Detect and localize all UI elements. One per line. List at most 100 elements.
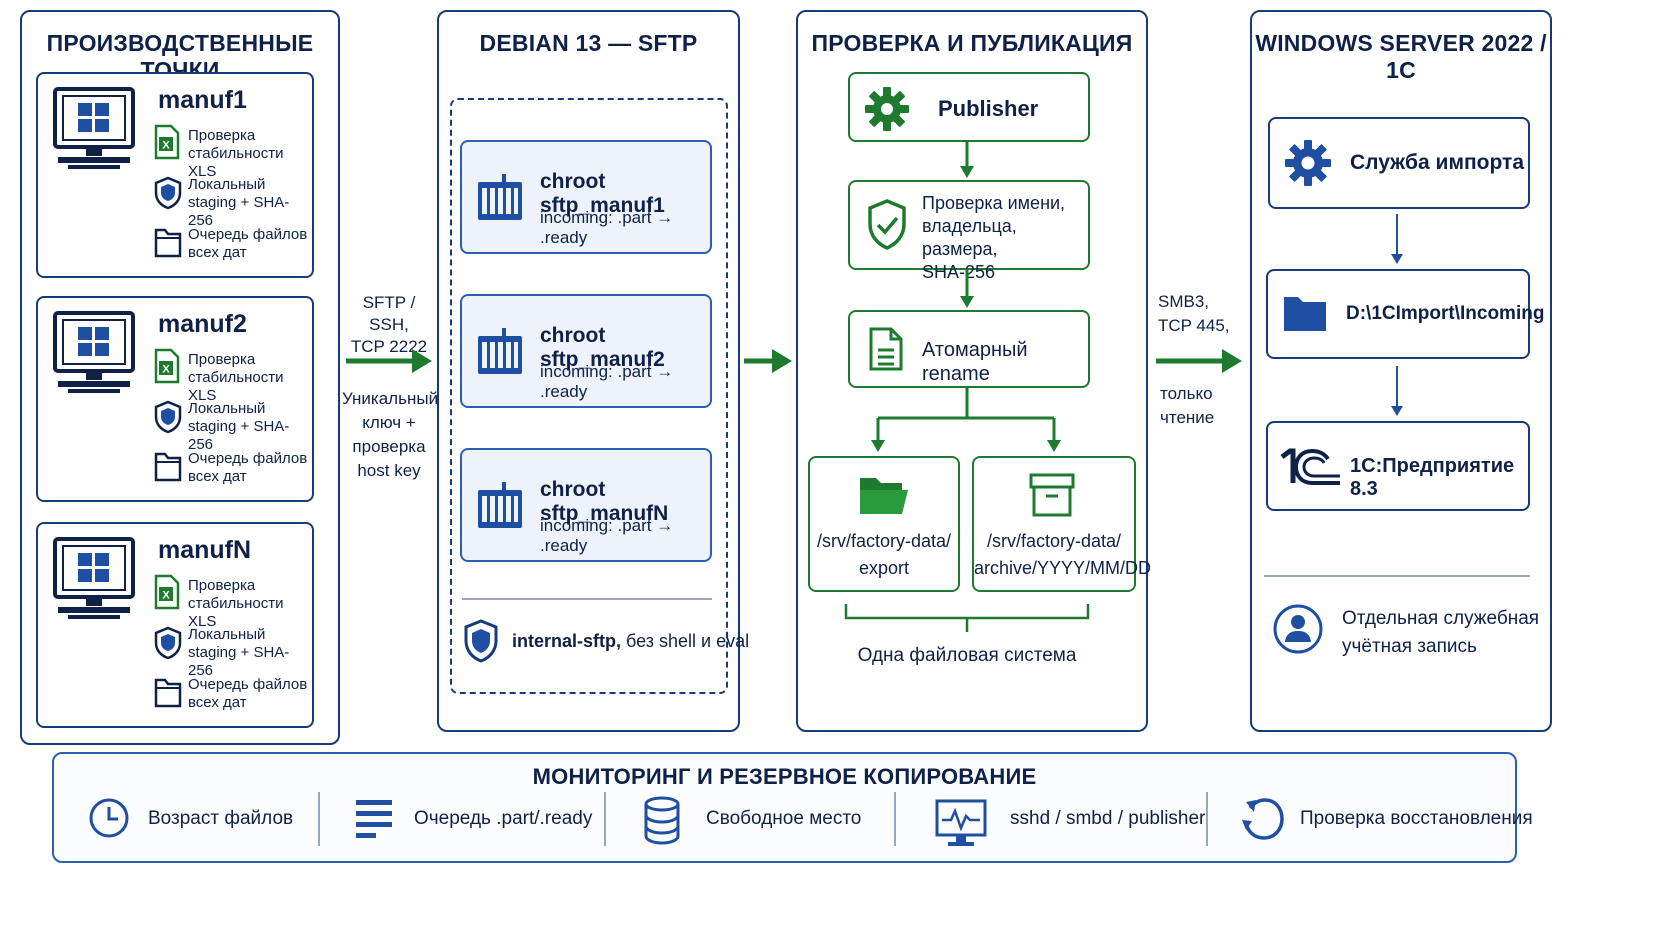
smb-protocol-label: SMB3, TCP 445, <box>1158 292 1230 335</box>
chroot-card: chroot sftp_manufN incoming: .part → .re… <box>460 448 712 562</box>
queue-label: Очередь файлов всех дат <box>188 676 308 711</box>
separator <box>604 792 606 846</box>
xls-check-label: Проверка стабильности XLS <box>188 127 284 180</box>
publisher-box: Publisher <box>848 72 1090 142</box>
chroot-subtitle: incoming: .part → .ready <box>540 208 674 247</box>
sftp-auth-label: Уникальный ключ + проверка host key <box>342 389 439 480</box>
chroot-title: chroot sftp_manuf2 <box>540 324 665 371</box>
monitor-item-file-age: Возраст файлов <box>148 808 294 829</box>
import-service-label: Служба импорта <box>1350 151 1525 174</box>
filesystem-label: Одна файловая система <box>857 645 1077 666</box>
rename-label: Атомарный rename <box>922 339 1028 385</box>
staging-label: Локальный staging + SHA-256 <box>188 626 290 679</box>
panel-title: ПРОВЕРКА И ПУБЛИКАЦИЯ <box>811 30 1133 56</box>
incoming-folder-box: D:\1CImport\Incoming <box>1266 269 1544 359</box>
flow-arrow <box>1391 366 1403 416</box>
export-box: /srv/factory-data/ export <box>808 456 960 592</box>
internal-sftp-label: internal-sftp, без shell и eval <box>512 629 749 653</box>
rename-box: Атомарный rename <box>848 310 1090 388</box>
panel-title: WINDOWS SERVER 2022 / 1C <box>1255 30 1547 83</box>
1c-label: 1С:Предприятие 8.3 <box>1350 455 1515 500</box>
monitor-item-restore-check: Проверка восстановления <box>1300 808 1533 829</box>
publisher-label: Publisher <box>938 96 1039 121</box>
shield-check-icon <box>868 199 906 250</box>
flow-arrow <box>960 270 974 308</box>
chroot-title: chroot sftp_manuf1 <box>540 170 665 217</box>
1c-box: 1С:Предприятие 8.3 <box>1266 421 1530 511</box>
check-label: Проверка имени, владельца, размера, SHA-… <box>922 193 1066 282</box>
xls-check-label: Проверка стабильности XLS <box>188 351 284 404</box>
chroot-card: chroot sftp_manuf1 incoming: .part → .re… <box>460 140 712 254</box>
separator <box>894 792 896 846</box>
manuf-card: manufN X Проверка стабильности XLS Локал… <box>36 522 314 728</box>
database-icon <box>644 796 680 845</box>
svg-text:X: X <box>162 364 170 376</box>
staging-label: Локальный staging + SHA-256 <box>188 400 290 453</box>
svg-text:X: X <box>162 590 170 602</box>
sftp-protocol-label: SFTP / SSH, TCP 2222 <box>350 293 428 356</box>
separator <box>1206 792 1208 846</box>
debian-to-publisher-arrow <box>744 349 792 373</box>
shield-icon <box>154 400 182 434</box>
monitor-item-services: sshd / smbd / publisher <box>1010 808 1206 829</box>
shield-icon <box>464 619 498 663</box>
1c-logo-icon <box>1280 448 1340 485</box>
restore-icon <box>1242 798 1284 840</box>
panel-title: DEBIAN 13 — SFTP <box>479 30 698 56</box>
gear-icon <box>865 87 909 131</box>
monitor-item-queue: Очередь .part/.ready <box>414 808 593 829</box>
document-icon <box>869 327 903 371</box>
queue-label: Очередь файлов всех дат <box>188 226 308 261</box>
monitor-pulse-icon <box>935 799 987 846</box>
queue-label: Очередь файлов всех дат <box>188 450 308 485</box>
flow-arrow <box>960 142 974 178</box>
manuf-name: manuf2 <box>158 310 247 338</box>
folder-outline-icon <box>154 452 182 482</box>
chroot-card: chroot sftp_manuf2 incoming: .part → .re… <box>460 294 712 408</box>
service-account-label: Отдельная служебная учётная запись <box>1342 608 1540 657</box>
folder-icon <box>1284 297 1326 331</box>
windows-pc-icon <box>53 537 135 619</box>
folder-open-icon <box>860 478 908 514</box>
monitor-item-free-space: Свободное место <box>706 808 862 829</box>
monitoring-panel: МОНИТОРИНГ И РЕЗЕРВНОЕ КОПИРОВАНИЕ <box>52 752 1517 863</box>
incoming-folder-label: D:\1CImport\Incoming <box>1346 303 1545 324</box>
smb-mode-label: только чтение <box>1160 384 1215 427</box>
branch-arrows <box>871 388 1061 452</box>
manuf-name: manufN <box>158 536 252 564</box>
smb-arrow <box>1156 349 1242 373</box>
excel-file-icon: X <box>154 348 180 384</box>
chroot-title: chroot sftp_manufN <box>540 478 669 525</box>
staging-label: Локальный staging + SHA-256 <box>188 176 290 229</box>
check-box: Проверка имени, владельца, размера, SHA-… <box>848 180 1090 282</box>
manuf-card: manuf2 X Проверка стабильности XLS Локал… <box>36 296 314 502</box>
folder-outline-icon <box>154 228 182 258</box>
separator <box>318 792 320 846</box>
chroot-subtitle: incoming: .part → .ready <box>540 362 674 401</box>
archive-box: /srv/factory-data/ archive/YYYY/MM/DD <box>972 456 1152 592</box>
excel-file-icon: X <box>154 574 180 610</box>
container-icon <box>478 174 522 220</box>
shield-icon <box>154 626 182 660</box>
manuf-name: manuf1 <box>158 86 247 114</box>
archive-label: /srv/factory-data/ archive/YYYY/MM/DD <box>974 531 1152 578</box>
clock-icon <box>89 798 129 838</box>
queue-list-icon <box>356 800 392 838</box>
windows-pc-icon <box>53 87 135 169</box>
divider <box>1264 575 1530 577</box>
user-account-icon <box>1273 604 1323 654</box>
monitoring-title: МОНИТОРИНГ И РЕЗЕРВНОЕ КОПИРОВАНИЕ <box>532 764 1037 789</box>
internal-sftp-rest: без shell и eval <box>621 631 750 651</box>
container-icon <box>478 328 522 374</box>
svg-text:X: X <box>162 140 170 152</box>
xls-check-label: Проверка стабильности XLS <box>188 577 284 630</box>
chroot-subtitle: incoming: .part → .ready <box>540 516 674 555</box>
shield-icon <box>154 176 182 210</box>
sftp-arrow <box>346 349 432 373</box>
gear-icon <box>1285 140 1331 186</box>
manuf-card: manuf1 X Проверка стабильности XLS Локал… <box>36 72 314 278</box>
flow-arrow <box>1391 214 1403 264</box>
internal-sftp-bold: internal-sftp, <box>512 631 622 651</box>
import-service-box: Служба импорта <box>1268 117 1530 209</box>
container-icon <box>478 482 522 528</box>
